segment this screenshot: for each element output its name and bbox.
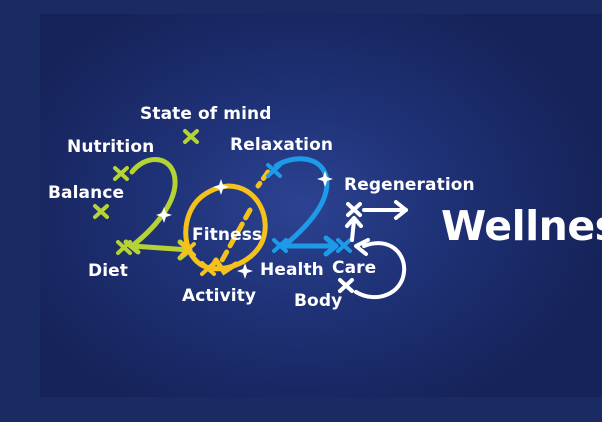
cross-mark-lime [93, 129, 199, 255]
digit-five-white [345, 200, 408, 300]
wellness-2025-illustration: State of mind Nutrition Relaxation Regen… [40, 14, 602, 397]
label-care: Care [332, 258, 377, 278]
cross-mark-yellow [180, 242, 216, 276]
digit-two-blue [273, 156, 339, 257]
label-nutrition: Nutrition [67, 137, 155, 157]
year-2025-drawing [93, 129, 408, 300]
headline-wellness: Wellness [441, 202, 602, 250]
label-state-of-mind: State of mind [140, 104, 272, 124]
label-diet: Diet [88, 261, 128, 281]
label-fitness: Fitness [192, 225, 263, 245]
label-health: Health [260, 260, 324, 280]
label-body: Body [294, 291, 343, 311]
label-regeneration: Regeneration [344, 175, 475, 195]
sparkle-stars [156, 171, 333, 279]
cross-mark-white [338, 202, 362, 293]
cross-mark-blue [266, 163, 352, 253]
label-activity: Activity [182, 286, 257, 306]
label-balance: Balance [48, 183, 125, 203]
label-relaxation: Relaxation [230, 135, 334, 155]
